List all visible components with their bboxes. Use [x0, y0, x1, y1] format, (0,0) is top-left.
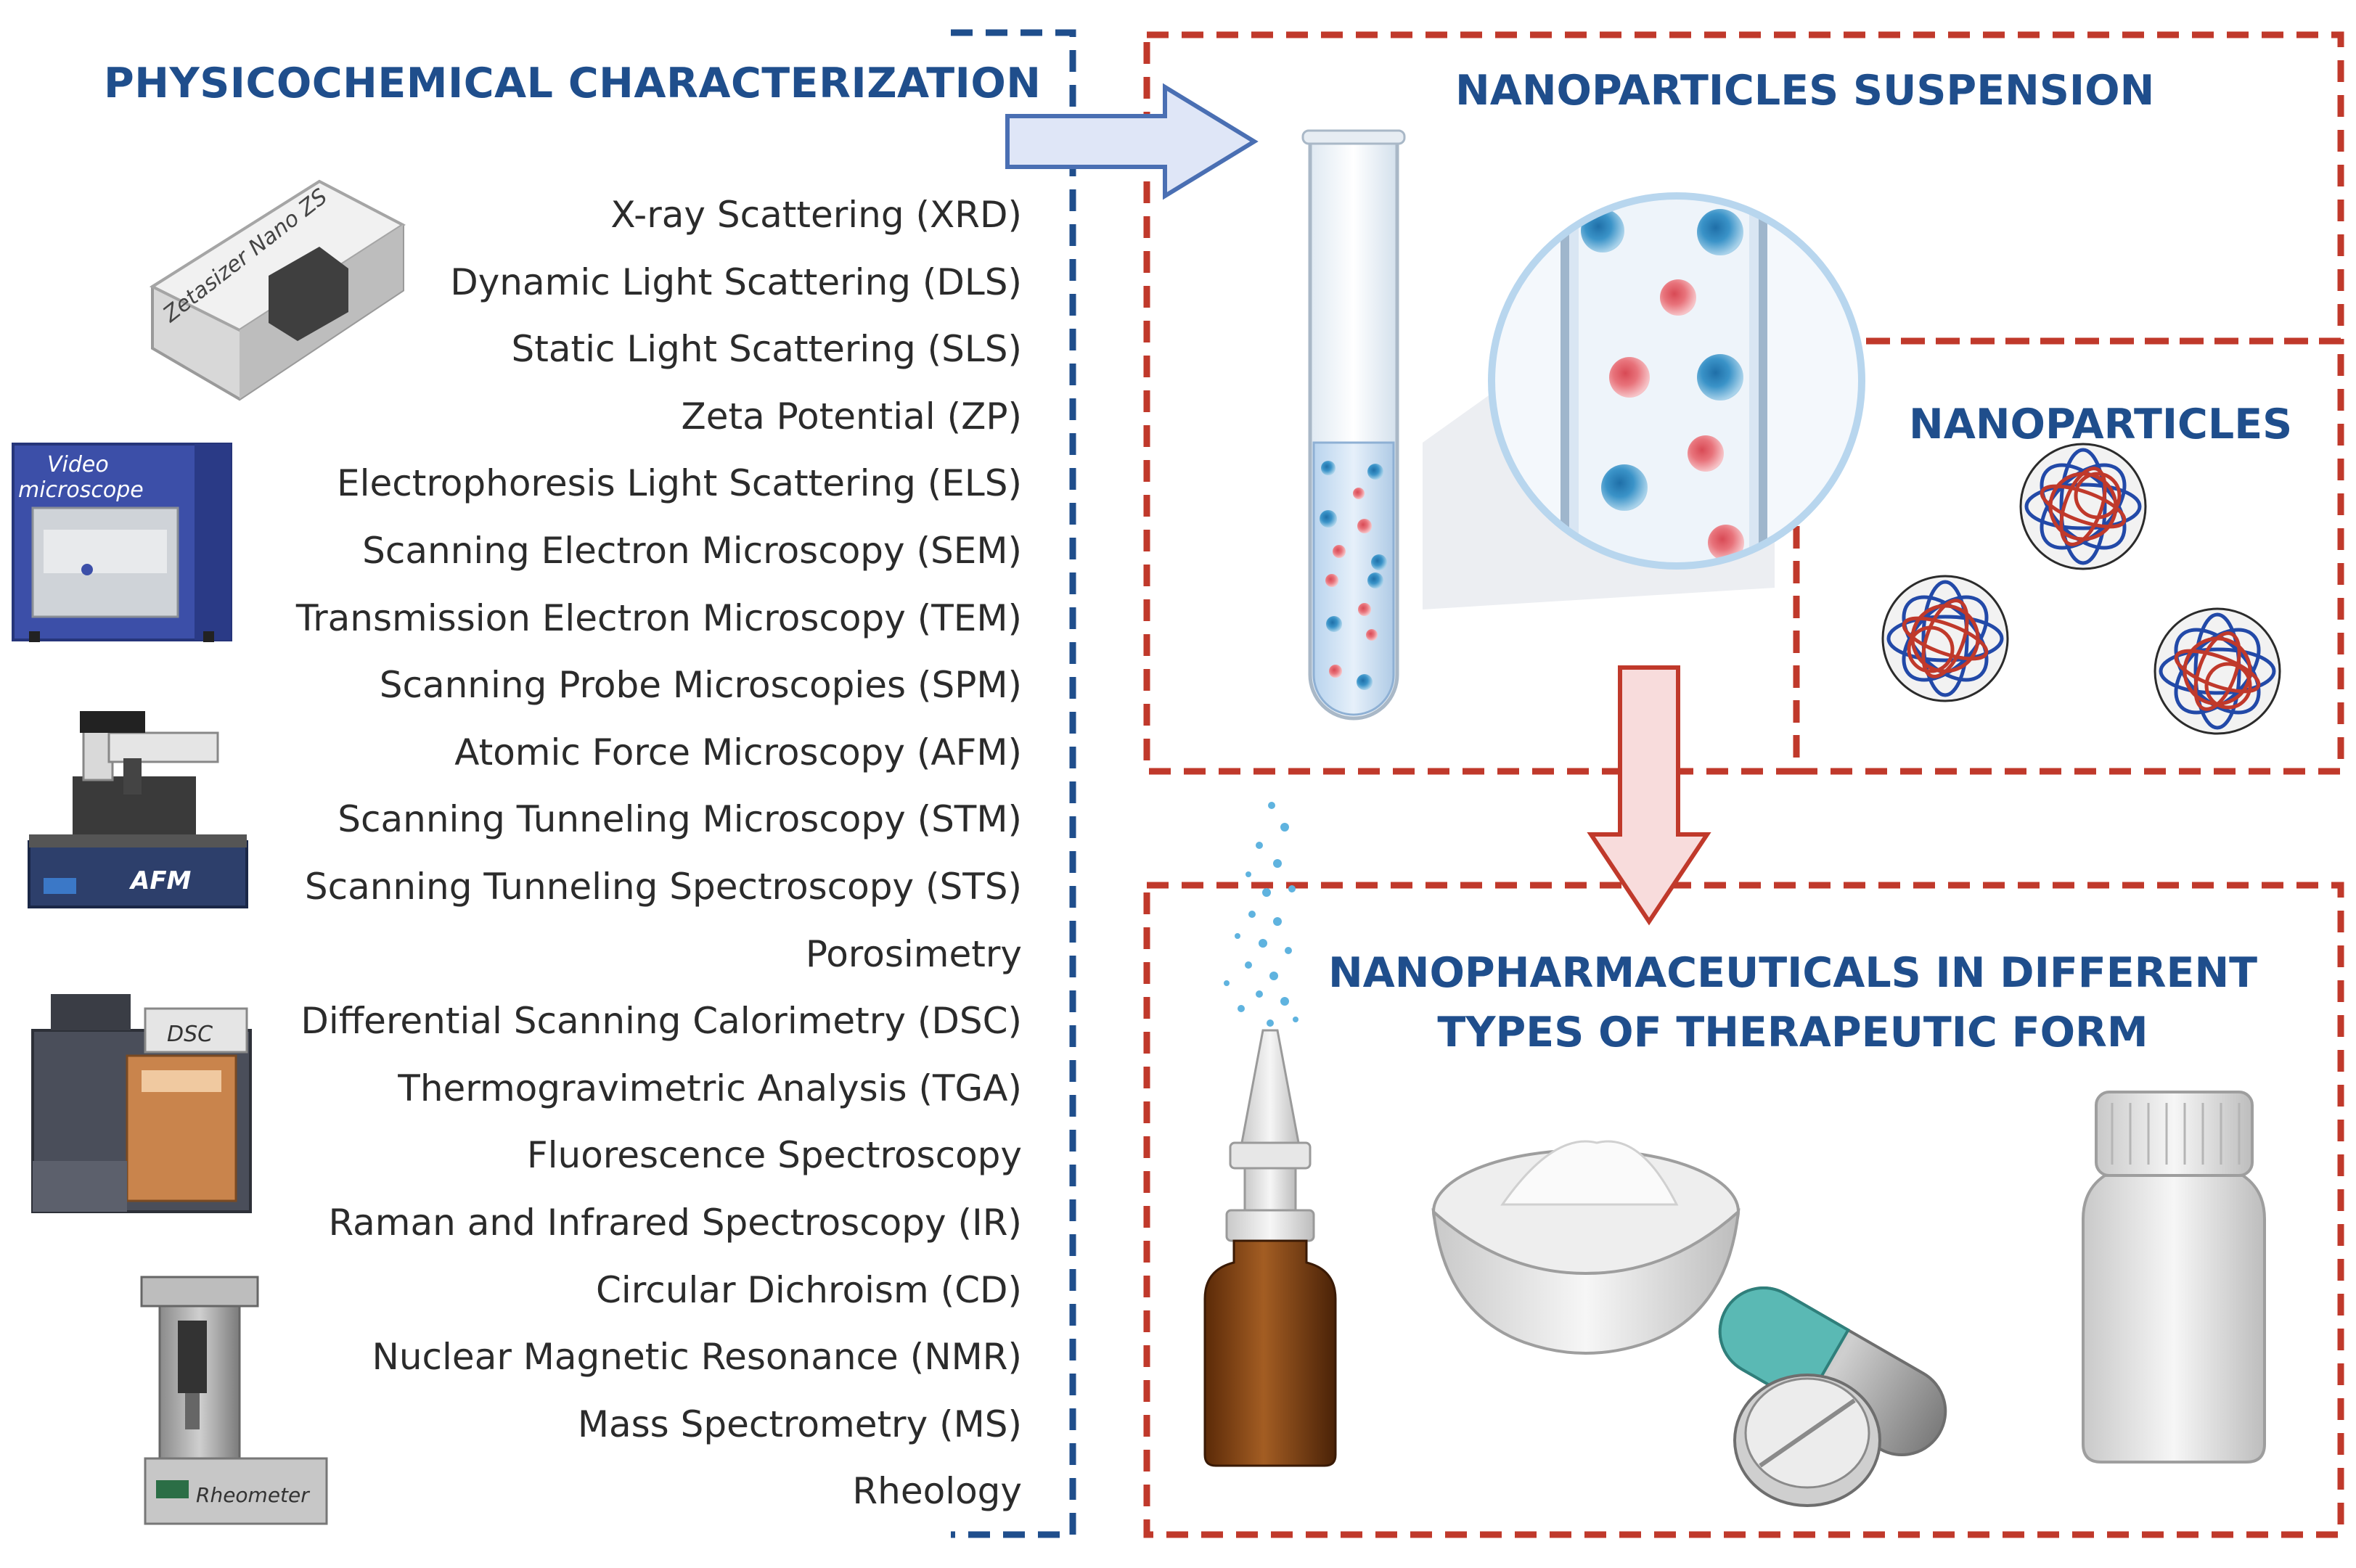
method-item: Zeta Potential (ZP) — [681, 395, 1022, 438]
rheometer-icon: Rheometer — [140, 1276, 328, 1525]
physicochemical-characterization-title: PHYSICOCHEMICAL CHARACTERIZATION — [104, 59, 1042, 107]
method-item: Static Light Scattering (SLS) — [511, 328, 1023, 371]
video-microscope-icon: Video microscope — [12, 443, 232, 642]
method-item: Fluorescence Spectroscopy — [526, 1134, 1022, 1177]
method-item: Scanning Tunneling Microscopy (STM) — [338, 798, 1022, 841]
method-item: Atomic Force Microscopy (AFM) — [454, 731, 1022, 773]
method-item: Transmission Electron Microscopy (TEM) — [295, 596, 1022, 639]
nanopharmaceuticals-title: NANOPHARMACEUTICALS IN DIFFERENT TYPES O… — [1328, 949, 2258, 1056]
method-item: Electrophoresis Light Scattering (ELS) — [337, 462, 1022, 505]
afm-label: AFM — [128, 866, 192, 895]
method-item: Rheology — [852, 1470, 1022, 1513]
suspension-panel-border — [1143, 31, 2344, 775]
afm-icon: AFM — [28, 711, 248, 908]
nanoparticles-title: NANOPARTICLES — [1909, 401, 2293, 448]
video-microscope-label-2: microscope — [18, 477, 144, 503]
method-item: Raman and Infrared Spectroscopy (IR) — [328, 1201, 1023, 1244]
method-item: Circular Dichroism (CD) — [595, 1268, 1022, 1311]
video-microscope-label-1: Video — [47, 452, 109, 477]
method-item: Thermogravimetric Analysis (TGA) — [398, 1067, 1022, 1109]
nanopharma-panel-border — [1143, 882, 2344, 1538]
method-item: Scanning Probe Microscopies (SPM) — [379, 664, 1022, 707]
method-item: Scanning Tunneling Spectroscopy (STS) — [304, 865, 1022, 908]
nanoparticle-icon-3 — [2153, 607, 2281, 735]
left-panel-border — [951, 29, 1076, 1538]
method-item: Dynamic Light Scattering (DLS) — [450, 260, 1022, 303]
magnifier-icon — [1488, 192, 1865, 570]
bowl-powder-icon — [1431, 1140, 1741, 1355]
method-item: Nuclear Magnetic Resonance (NMR) — [372, 1336, 1022, 1379]
spray-mist — [1224, 802, 1298, 1027]
nanoparticles-suspension-title: NANOPARTICLES SUSPENSION — [1455, 67, 2155, 115]
method-item: Scanning Electron Microscopy (SEM) — [362, 529, 1022, 572]
dsc-label: DSC — [167, 1022, 213, 1047]
dsc-icon: DSC — [31, 994, 252, 1213]
nasal-spray-icon — [1203, 802, 1337, 1467]
method-item: Mass Spectrometry (MS) — [577, 1403, 1022, 1445]
flow-arrow-down — [1587, 665, 1711, 926]
method-item: Differential Scanning Calorimetry (DSC) — [300, 1000, 1022, 1043]
flow-arrow-right — [1005, 83, 1259, 200]
rheometer-label: Rheometer — [196, 1483, 310, 1507]
tube-particles — [1320, 461, 1387, 690]
magnified-particles — [1581, 209, 1744, 561]
characterization-methods-list: X-ray Scattering (XRD) Dynamic Light Sca… — [151, 181, 1022, 1525]
method-item: Porosimetry — [805, 932, 1022, 975]
nanoparticle-icon-2 — [1881, 575, 2009, 702]
nanoparticle-icon-1 — [2019, 443, 2147, 570]
method-item: X-ray Scattering (XRD) — [610, 194, 1022, 236]
pills-icon — [1718, 1286, 1947, 1507]
bottle-icon — [2082, 1091, 2266, 1464]
